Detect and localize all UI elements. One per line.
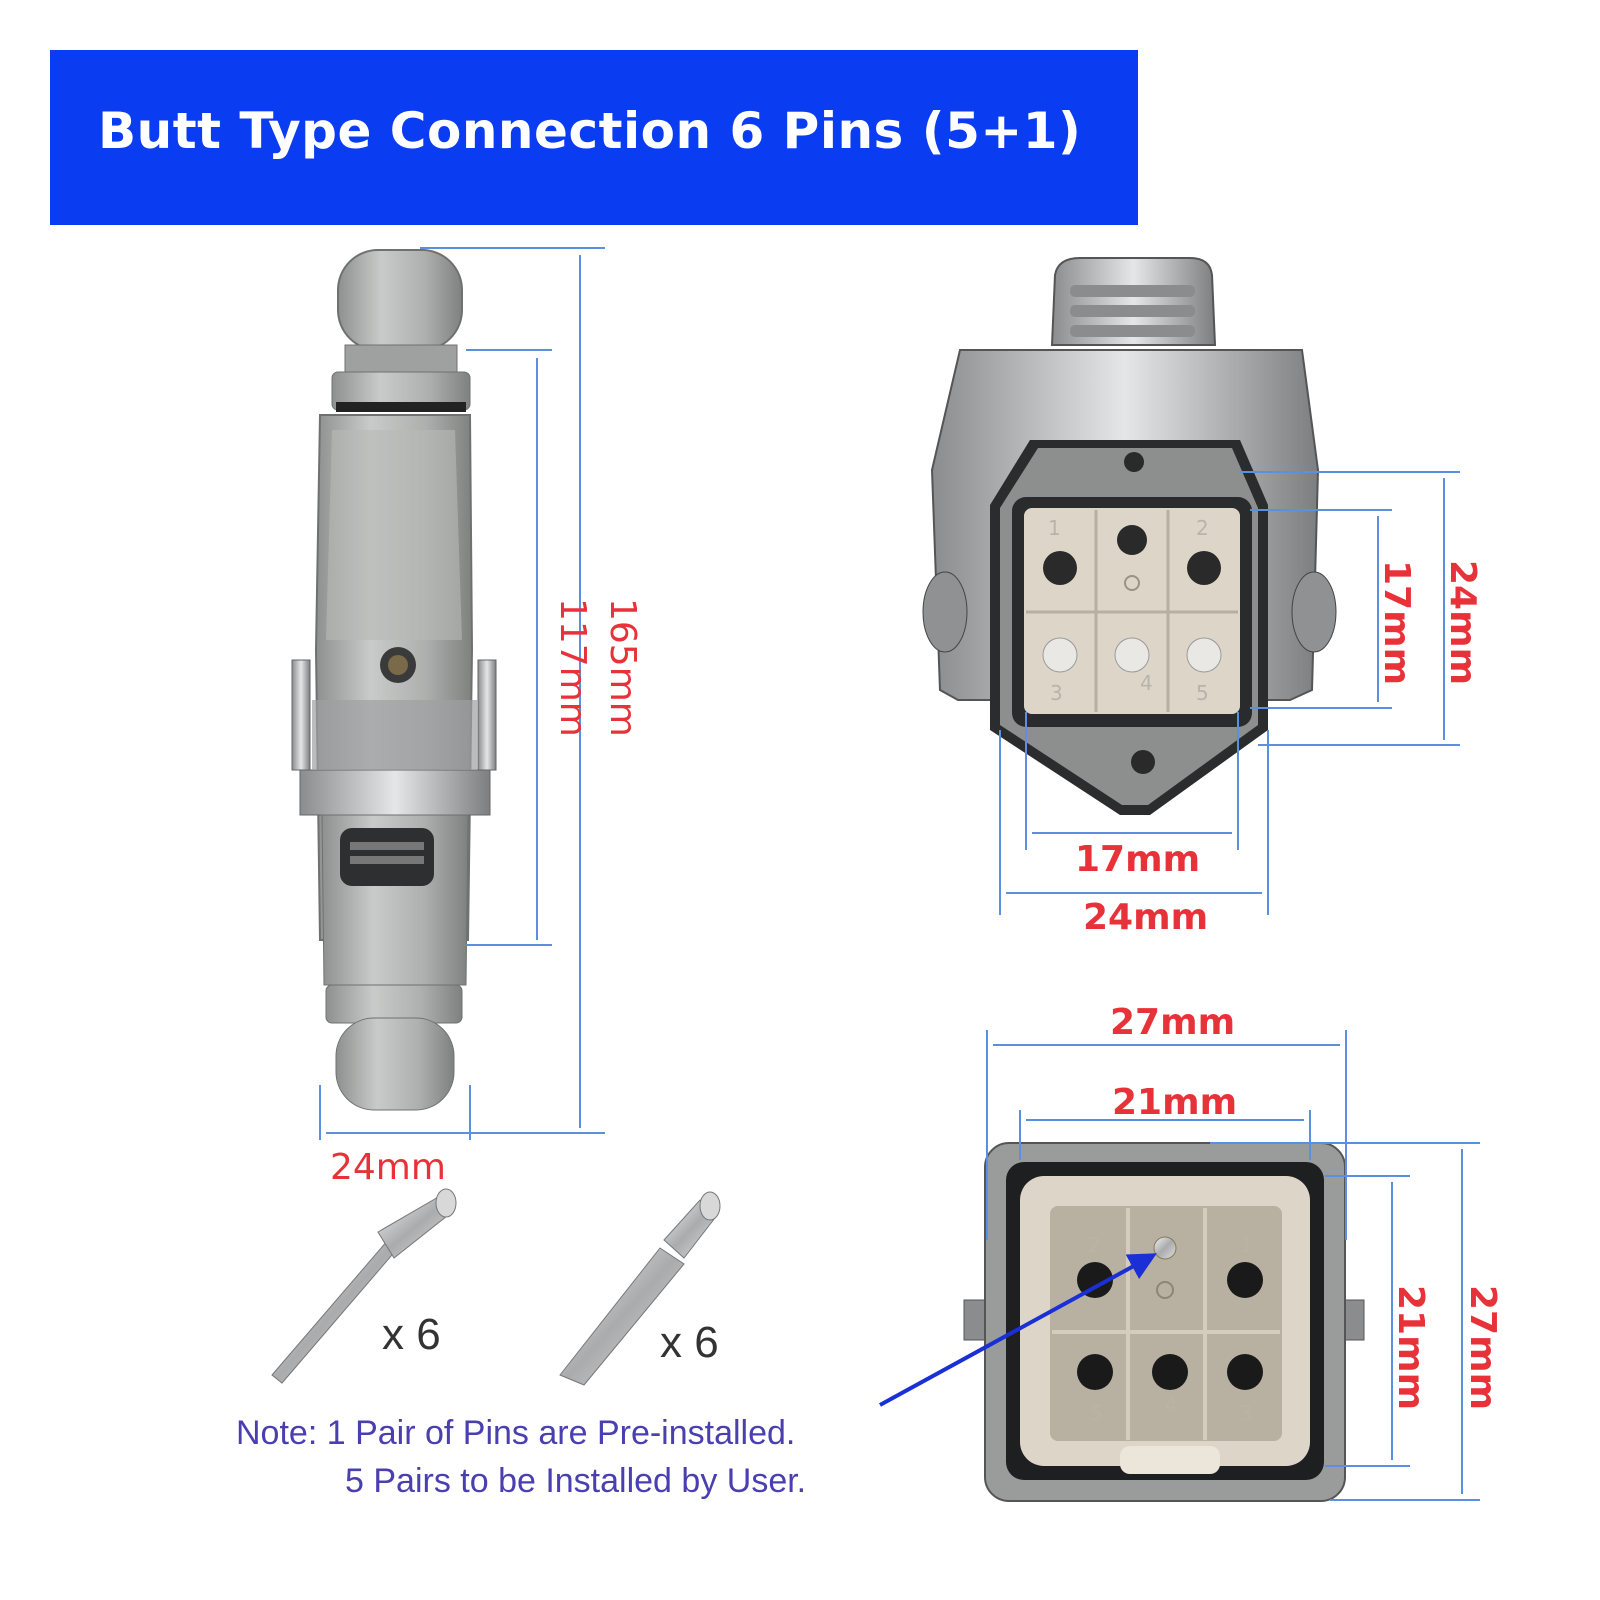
front-view-connector [922, 257, 1337, 815]
front-pin-label-5: 5 [1196, 681, 1209, 705]
side-dim-overall-length: 165mm [602, 598, 643, 737]
base-view-connector [963, 1142, 1365, 1502]
page-title: Butt Type Connection 6 Pins (5+1) [98, 102, 1082, 160]
male-pin-quantity: x 6 [382, 1310, 441, 1359]
base-view-dimension-lines [986, 1030, 1480, 1501]
pre-installed-arrow [879, 1253, 1157, 1407]
base-pin-label-2: 2 [1088, 1233, 1101, 1257]
front-dim-inner-height: 17mm [1376, 560, 1417, 686]
female-pin-quantity: x 6 [660, 1318, 719, 1367]
front-dim-inner-width: 17mm [1075, 839, 1201, 880]
note-line-1: Note: 1 Pair of Pins are Pre-installed. [236, 1414, 796, 1452]
front-pin-label-2: 2 [1196, 516, 1209, 540]
base-pin-label-3: 3 [1240, 1401, 1253, 1425]
side-view-dimension-lines [319, 247, 605, 1140]
note-line-2: 5 Pairs to be Installed by User. [345, 1462, 807, 1500]
title-banner: Butt Type Connection 6 Pins (5+1) [50, 50, 1138, 225]
front-dim-outer-height: 24mm [1442, 560, 1483, 686]
front-dim-outer-width: 24mm [1083, 897, 1209, 938]
base-pin-label-1: 1 [1240, 1233, 1253, 1257]
female-pin [559, 1191, 721, 1386]
male-pin [271, 1188, 457, 1384]
base-dim-outer-height: 27mm [1462, 1285, 1503, 1411]
side-dim-width: 24mm [330, 1147, 446, 1188]
front-pin-label-4: 4 [1140, 671, 1153, 695]
side-dim-body-length: 117mm [552, 598, 593, 737]
base-pin-label-4: 4 [1165, 1393, 1178, 1417]
front-view-dimension-lines [999, 471, 1460, 915]
side-view-connector [291, 249, 497, 1111]
base-dim-inner-width: 21mm [1112, 1082, 1238, 1123]
base-dim-outer-width: 27mm [1110, 1002, 1236, 1043]
front-pin-label-3: 3 [1050, 681, 1063, 705]
base-pin-label-5: 5 [1090, 1401, 1103, 1425]
base-dim-inner-height: 21mm [1390, 1285, 1431, 1411]
front-pin-label-1: 1 [1048, 516, 1061, 540]
